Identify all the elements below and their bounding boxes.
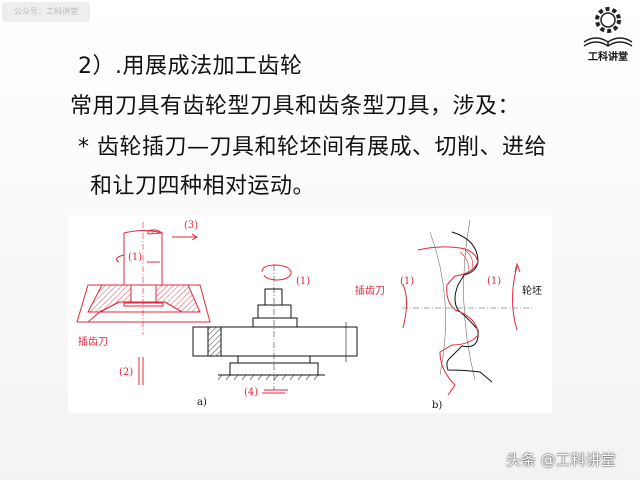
motion-1-blank-label: (1) (296, 276, 311, 287)
gear-shaping-figure (68, 215, 552, 413)
section-heading: 2）.用展成法加工齿轮 (78, 54, 303, 79)
blank-label: 轮坯 (522, 286, 542, 297)
cutter-drawing (76, 229, 211, 385)
motion-1-left-label: (1) (400, 276, 415, 287)
cutter-label: 插齿刀 (78, 337, 108, 348)
workpiece-drawing (192, 265, 358, 390)
bullet-line: * 齿轮插刀—刀具和轮坯间有展成、切削、进给 (78, 135, 547, 160)
motion-3-label: (3) (184, 220, 199, 231)
watermark-bottom: 头条 @工科讲堂 (506, 451, 616, 469)
body-line: 常用刀具有齿轮型刀具和齿条型刀具，涉及： (70, 94, 521, 119)
caption-b: b) (432, 400, 443, 411)
caption-a: a) (197, 397, 207, 408)
gear-book-icon (578, 2, 638, 64)
tooth-profile-drawing (402, 219, 532, 396)
bullet-line-continued: 和让刀四种相对运动。 (90, 174, 316, 199)
motion-1-right-label: (1) (487, 276, 502, 287)
watermark-tag: 公众号：工科讲堂 (2, 2, 90, 22)
cutter-label-b: 插齿刀 (355, 286, 385, 297)
motion-1-cutter-label: (1) (128, 252, 143, 263)
motion-4-label: (4) (244, 387, 259, 398)
logo-text: 工科讲堂 (588, 52, 628, 63)
motion-2-label: (2) (119, 367, 134, 378)
